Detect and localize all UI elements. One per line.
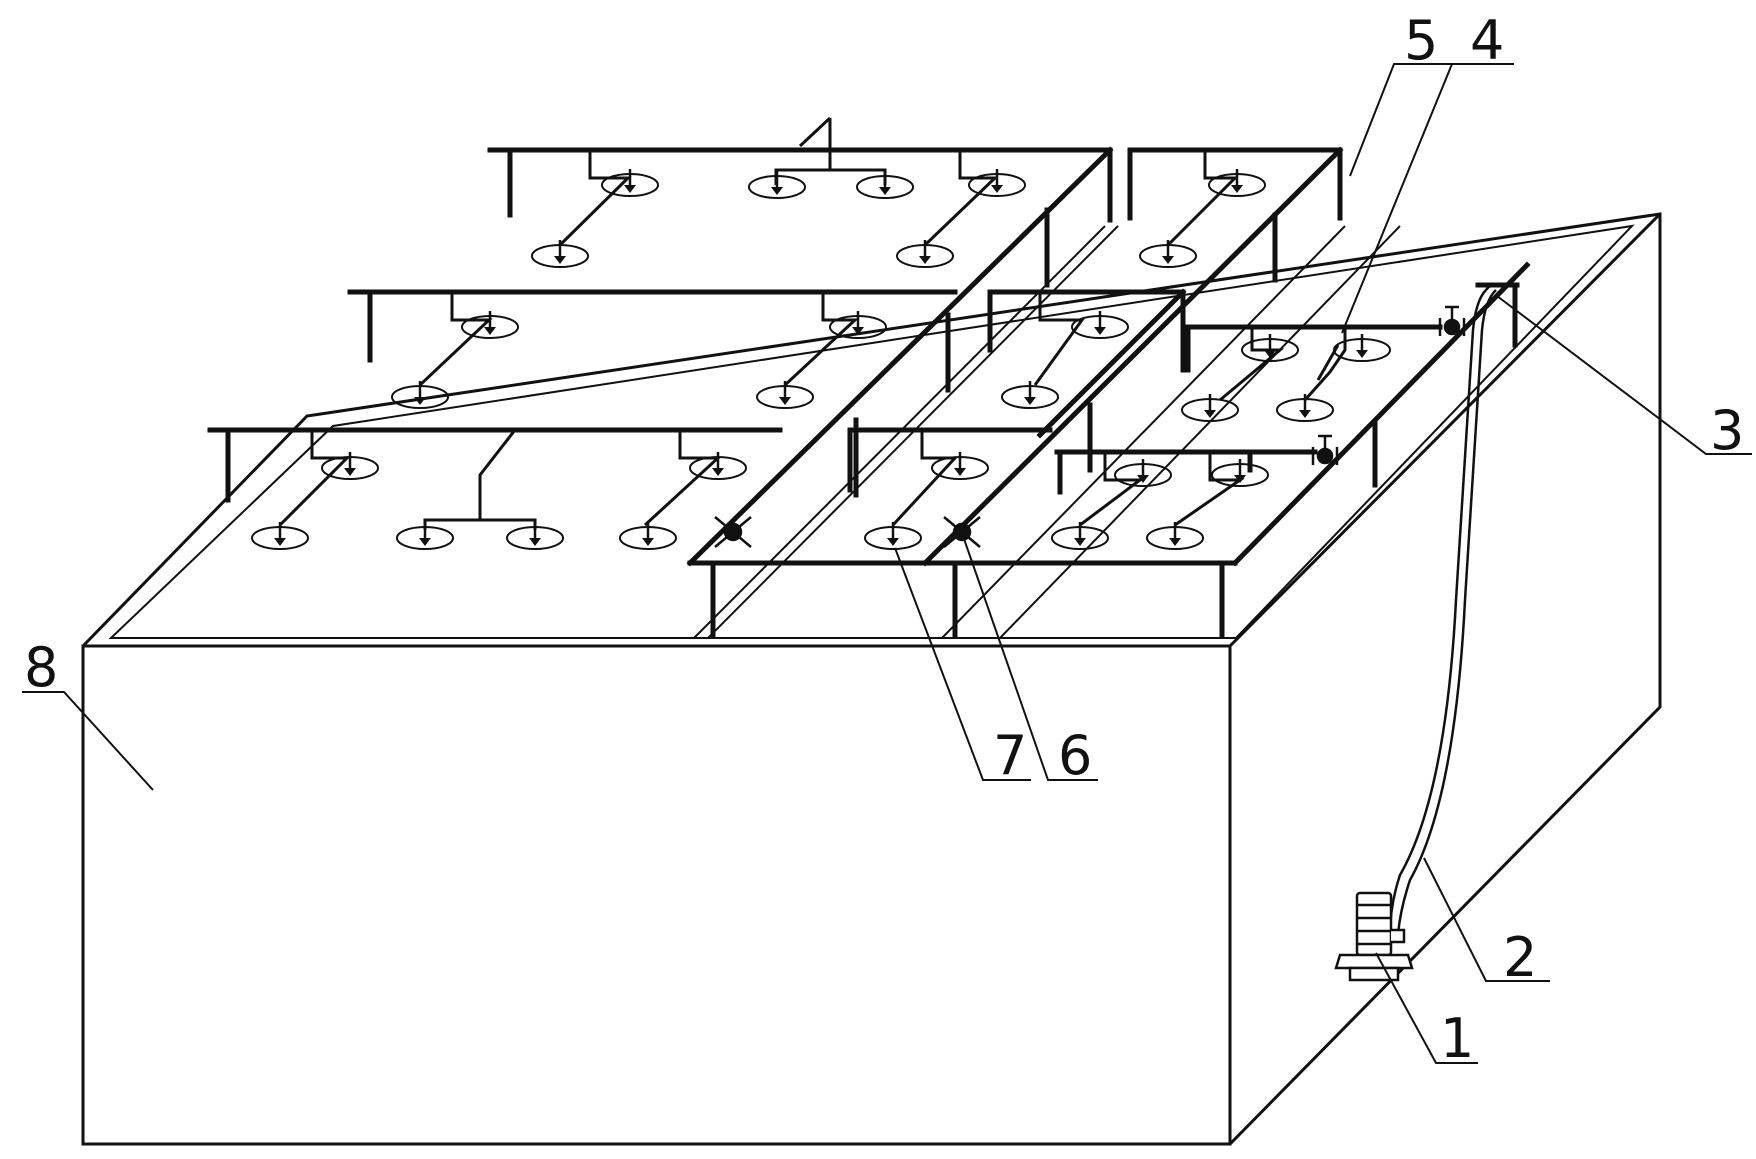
label-tank: 8 (24, 636, 58, 699)
tank-body (81, 212, 1662, 1146)
supply-hose (1388, 282, 1506, 936)
label-pump: 1 (1440, 1007, 1474, 1070)
pump-unit (1334, 891, 1414, 982)
label-branch: 4 (1470, 9, 1504, 72)
nozzle-group (250, 167, 1392, 551)
callout-leaders (22, 63, 1752, 1064)
label-riser: 3 (1710, 399, 1744, 462)
label-valve: 6 (1058, 724, 1092, 787)
pipe-frame-right (1054, 261, 1531, 567)
pipe-frame-middle (847, 146, 1344, 567)
label-hose: 2 (1503, 926, 1537, 989)
label-frame: 5 (1404, 9, 1438, 72)
label-nozzle: 7 (993, 724, 1027, 787)
valve-group (714, 305, 1466, 548)
